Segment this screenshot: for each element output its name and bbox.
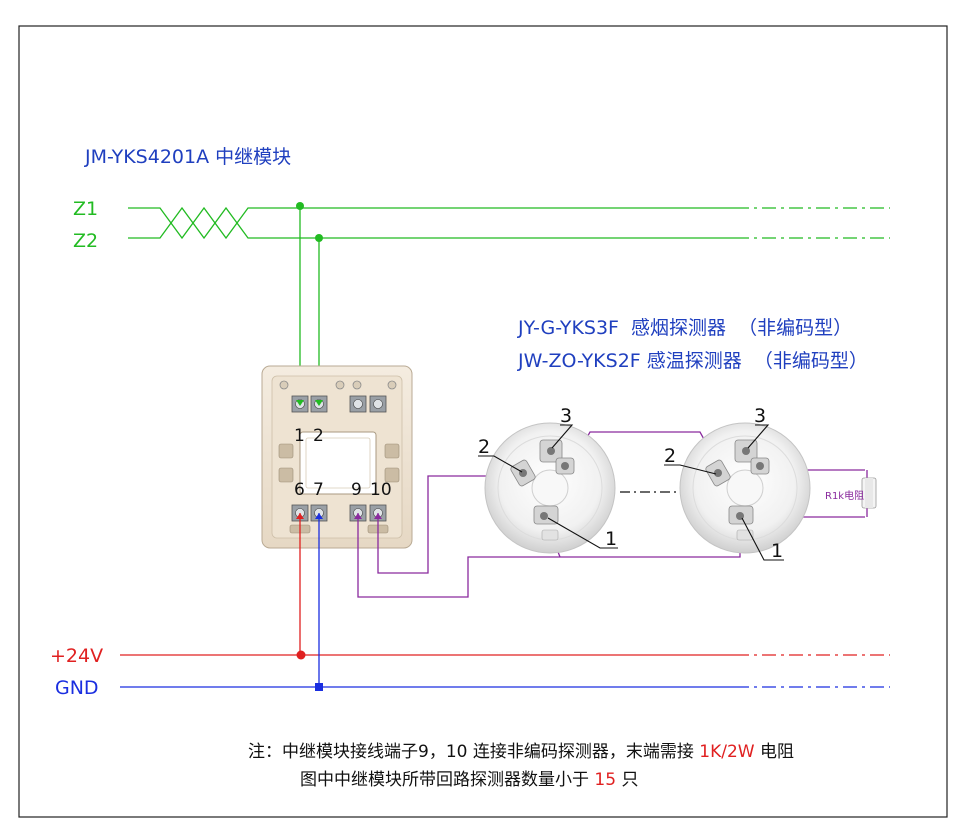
detector2-terminal-2: 2 xyxy=(664,445,676,467)
note-highlight-resistor: 1K/2W xyxy=(699,742,755,762)
green-terminal-arrows xyxy=(296,400,323,406)
module-terminal-7: 7 xyxy=(313,480,324,500)
z-bus-lines xyxy=(128,205,890,405)
z1-label: Z1 xyxy=(73,198,98,220)
module-terminal-2: 2 xyxy=(313,426,324,446)
end-resistor xyxy=(861,470,877,517)
module-title: JM-YKS4201A 中继模块 xyxy=(84,146,291,168)
resistor-label: R1k电阻 xyxy=(825,489,864,502)
terminal-leader-lines xyxy=(478,424,784,561)
z2-label: Z2 xyxy=(73,230,98,252)
note-line-2: 图中中继模块所带回路探测器数量小于 15 只 xyxy=(300,770,638,790)
gnd-junction-dot xyxy=(315,683,323,691)
terminal6-arrow xyxy=(296,513,304,519)
plus24v-junction-dot xyxy=(296,650,306,660)
relay-module xyxy=(261,365,413,549)
module-terminal-9: 9 xyxy=(351,480,362,500)
detector-desc-line1: JY-G-YKS3F 感烟探测器 （非编码型） xyxy=(517,317,852,339)
z1-junction-dot xyxy=(296,202,304,210)
module-terminal-1: 1 xyxy=(294,426,305,446)
gnd-line xyxy=(120,513,890,688)
detector-desc-line2: JW-ZO-YKS2F 感温探测器 （非编码型） xyxy=(517,350,868,372)
detector1-terminal-2: 2 xyxy=(478,436,490,458)
detector-base-2 xyxy=(679,422,811,554)
detector1-terminal-3: 3 xyxy=(560,405,572,427)
terminal7-arrow xyxy=(315,513,323,519)
purple-terminal-arrows xyxy=(354,513,382,519)
detector1-terminal-1: 1 xyxy=(605,528,617,550)
note-highlight-count: 15 xyxy=(594,770,616,790)
detector-base-1 xyxy=(484,422,616,554)
z2-junction-dot xyxy=(315,234,323,242)
outer-frame xyxy=(18,25,948,818)
module-terminal-6: 6 xyxy=(294,480,305,500)
detector2-terminal-1: 1 xyxy=(771,540,783,562)
note-line-1: 注：中继模块接线端子9，10 连接非编码探测器，末端需接 1K/2W 电阻 xyxy=(248,742,794,762)
plus24v-line xyxy=(120,513,890,656)
module-terminal-10: 10 xyxy=(370,480,392,500)
gnd-label: GND xyxy=(55,677,99,699)
detector2-terminal-3: 3 xyxy=(754,405,766,427)
plus24v-label: +24V xyxy=(50,645,103,667)
